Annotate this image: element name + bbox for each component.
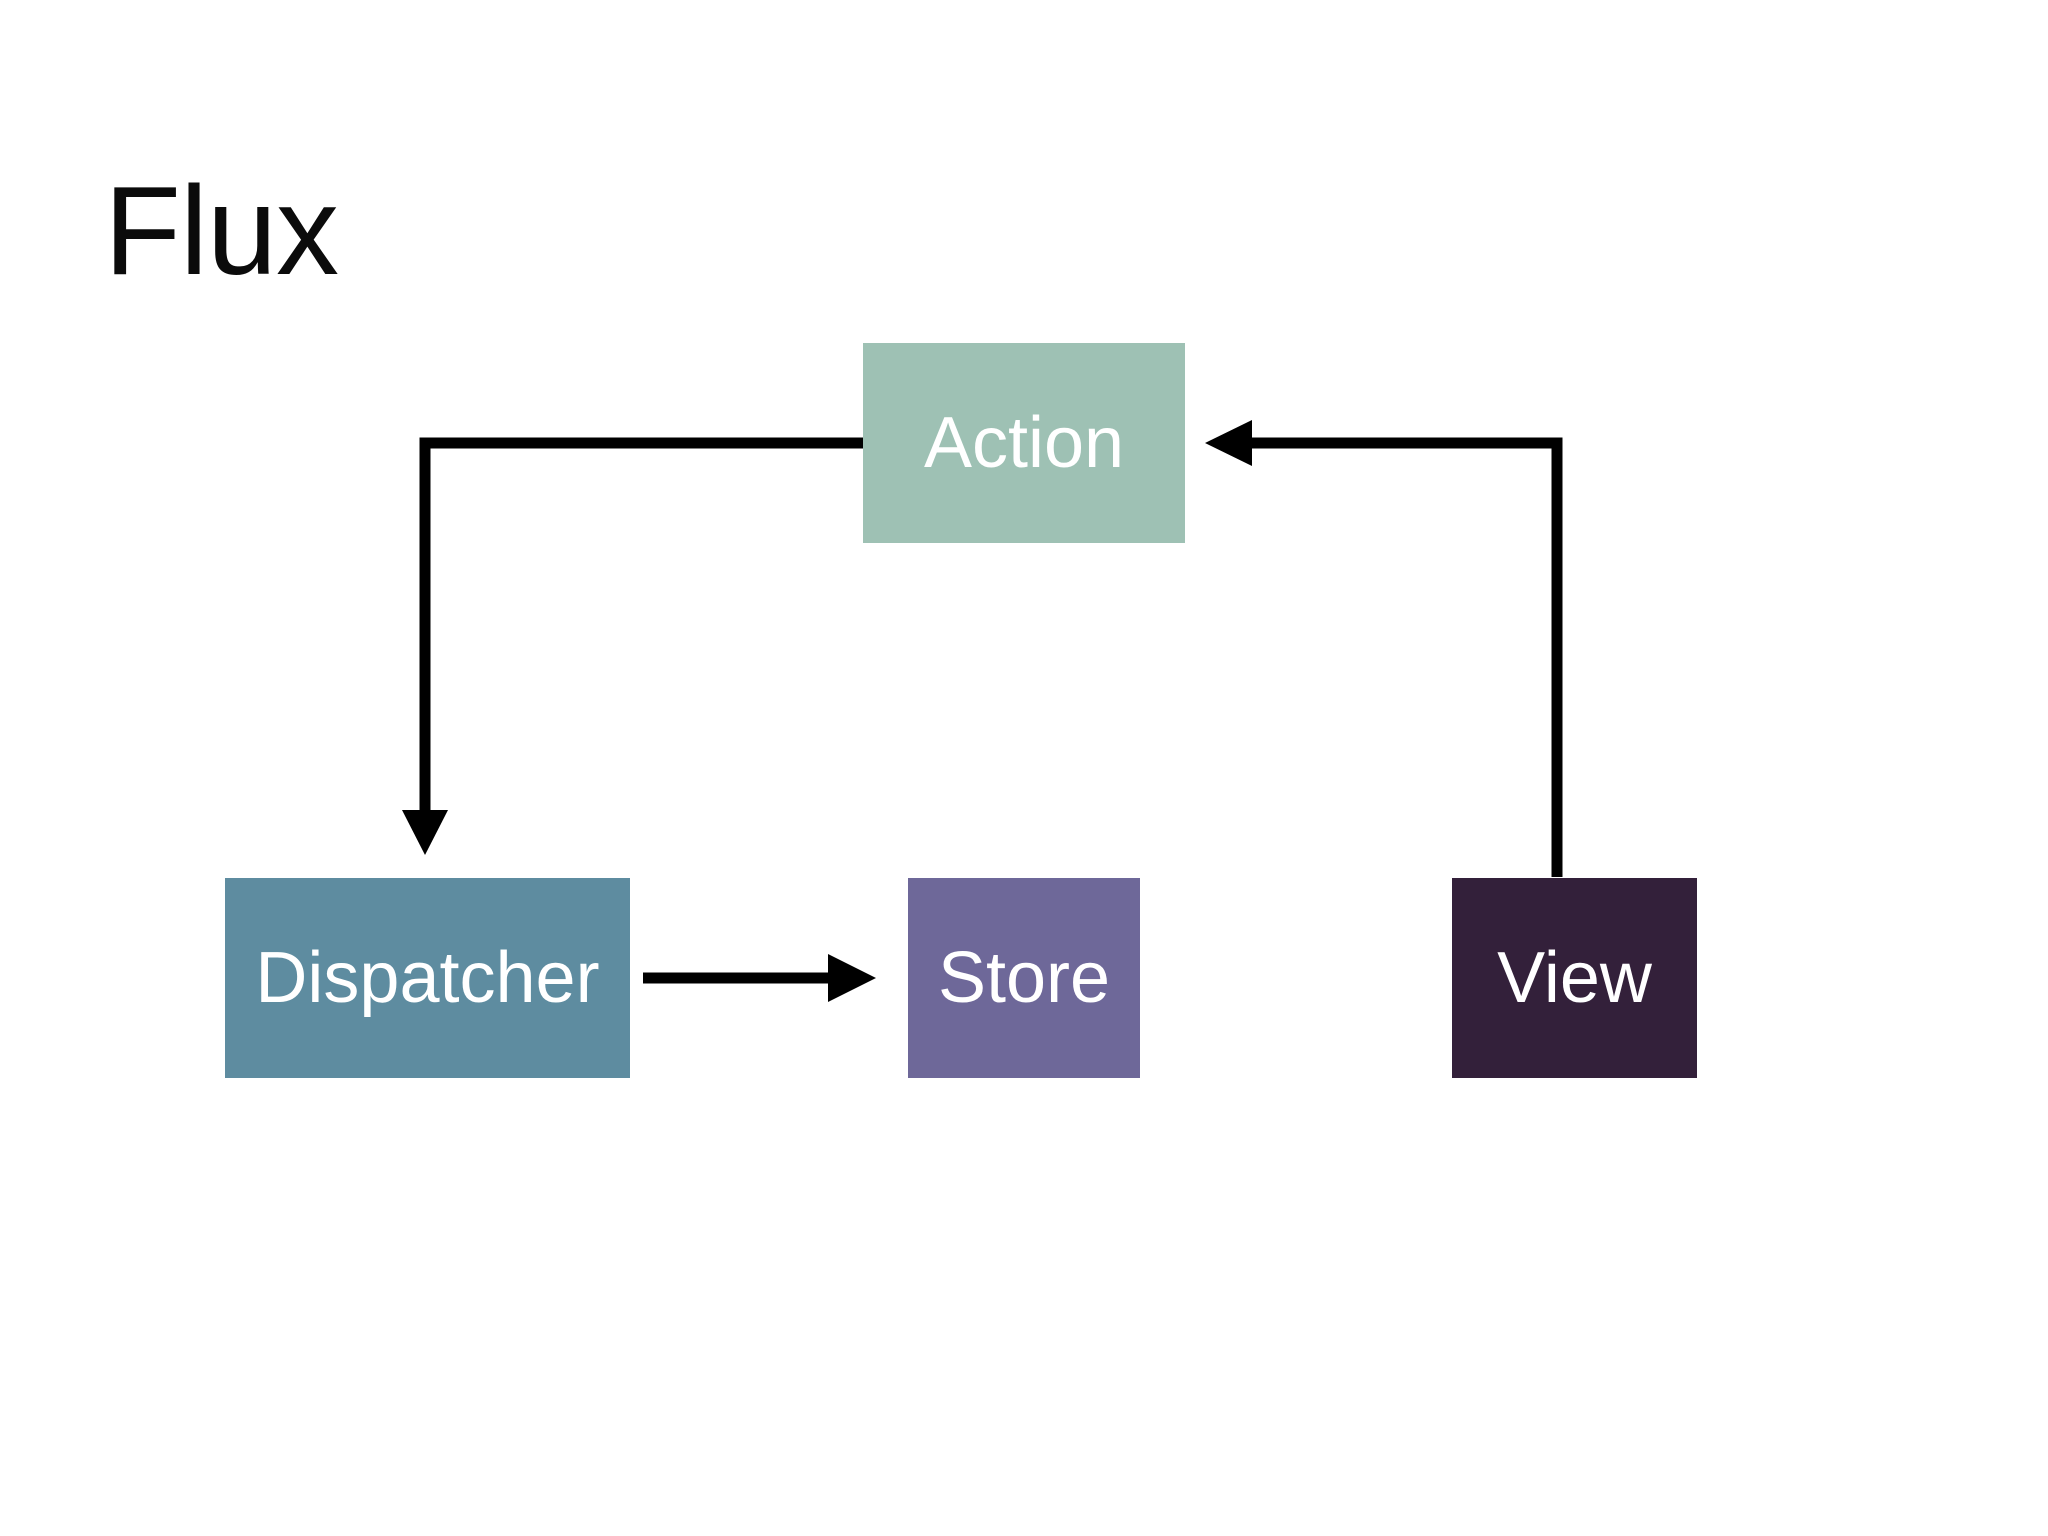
node-dispatcher: Dispatcher (225, 878, 630, 1078)
edge-dispatcher-to-store (643, 954, 876, 1002)
edge-view-to-action (1205, 420, 1563, 877)
page-title: Flux (104, 160, 339, 302)
node-store-label: Store (937, 938, 1111, 1018)
arrowhead-down-icon (402, 810, 448, 855)
node-action: Action (863, 343, 1185, 543)
node-store: Store (908, 878, 1140, 1078)
arrowhead-right-icon (828, 954, 876, 1002)
node-view: View (1452, 878, 1697, 1078)
edge-action-to-dispatcher (402, 437, 863, 855)
arrowhead-left-icon (1205, 420, 1252, 466)
node-dispatcher-label: Dispatcher (255, 938, 600, 1018)
node-view-label: View (1497, 938, 1652, 1018)
node-action-label: Action (923, 403, 1125, 483)
